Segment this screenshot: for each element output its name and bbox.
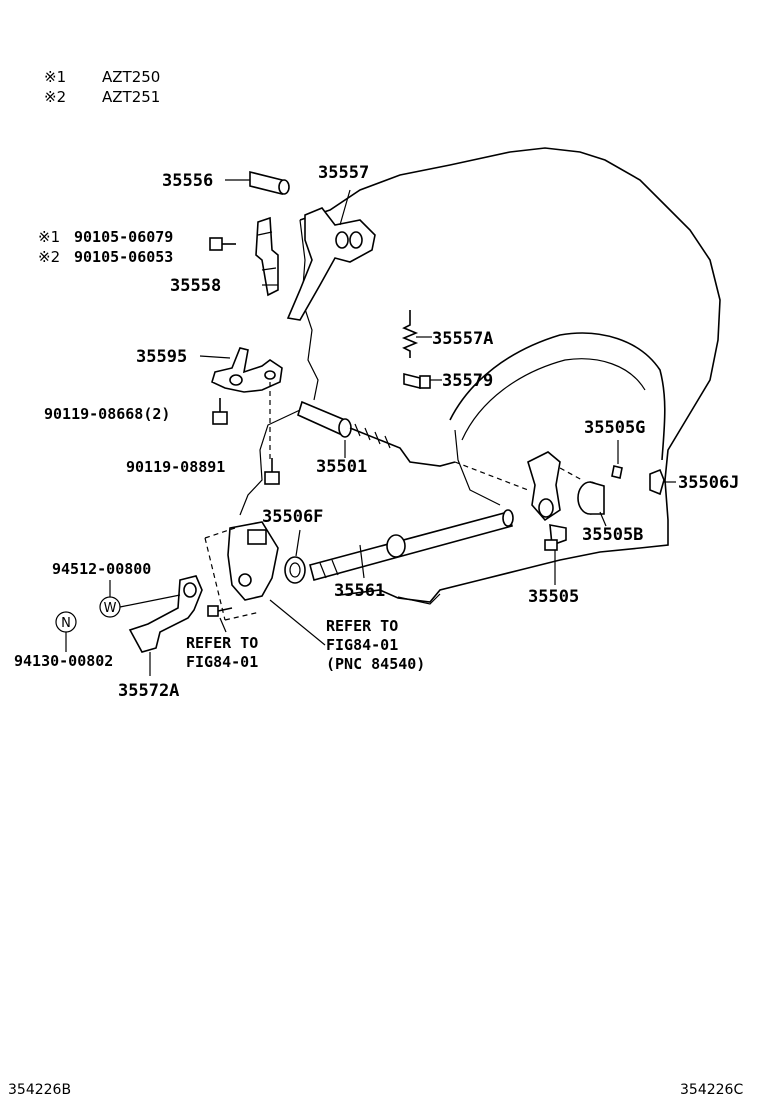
part-35506F-seal [284,556,306,584]
neutral-start-switch [227,521,279,601]
label-35557A: 35557A [432,329,493,349]
label-94130-00802: 94130-00802 [14,652,113,670]
label-35556: 35556 [162,171,213,191]
ref-right-line1: REFER TO [326,617,398,635]
label-35501: 35501 [316,457,367,477]
bell-housing-inner-arc [461,358,646,441]
part-35572A-lever [128,575,203,653]
part-90105-bolt [209,237,236,251]
part-35505-lever [527,451,567,551]
ref-left-line1: REFER TO [186,634,258,652]
bell-housing-arc [449,332,666,461]
part-35556-pin [249,170,290,196]
nut-marker-label: N [61,616,71,631]
legend-mark-2: ※2 [44,88,66,106]
label-35579: 35579 [442,371,493,391]
label-35561: 35561 [334,581,385,601]
ref-left-line2: FIG84-01 [186,653,258,671]
housing-lower-edge [454,429,501,506]
part-small-bolt [207,605,233,617]
label-90105-06053: 90105-06053 [74,248,173,266]
footer-code-right: 354226C [680,1082,743,1098]
part-90119-08668-bolt [212,398,228,425]
label-90105-mark-1: ※1 [38,228,60,246]
housing-upper-edge [299,219,319,401]
label-35572A: 35572A [118,681,179,701]
part-35506J-clip [649,468,665,496]
housing-left-edge [239,409,301,516]
label-90119-08668: 90119-08668(2) [44,405,170,423]
label-35506F: 35506F [262,507,323,527]
label-35505: 35505 [528,587,579,607]
part-90119-08891-bolt [264,458,280,485]
label-90105-mark-2: ※2 [38,248,60,266]
ref-right-line2: FIG84-01 [326,636,398,654]
part-35595-bracket [211,347,283,393]
legend-model-2: AZT251 [102,88,160,106]
label-35558: 35558 [170,276,221,296]
part-35501-shaft [297,400,456,467]
ref-right-line3: (PNC 84540) [326,655,425,673]
part-35557A-spring [401,310,419,358]
part-35579-pin [403,372,431,390]
label-90105-06079: 90105-06079 [74,228,173,246]
label-35595: 35595 [136,347,187,367]
label-35505B: 35505B [582,525,643,545]
label-35506J: 35506J [678,473,739,493]
part-35558-bracket [255,216,279,297]
legend-model-1: AZT250 [102,68,160,86]
legend-mark-1: ※1 [44,68,66,86]
part-35505G [611,465,623,479]
label-35557: 35557 [318,163,369,183]
part-35505B-collar [577,481,605,515]
part-35557-lever [286,207,376,321]
washer-marker-label: W [104,601,117,616]
label-90119-08891: 90119-08891 [126,458,225,476]
label-35505G: 35505G [584,418,645,438]
part-35561-tube [309,509,514,581]
label-94512-00800: 94512-00800 [52,560,151,578]
footer-code-left: 354226B [8,1082,71,1098]
transmission-housing-outline [299,147,721,603]
